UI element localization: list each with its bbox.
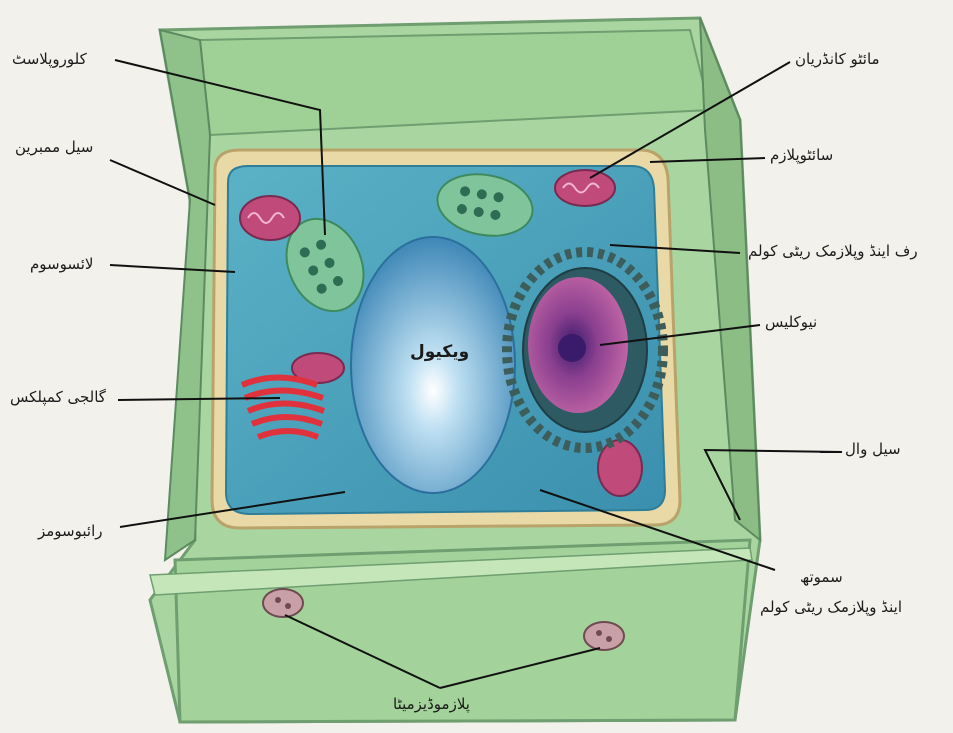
lysosome-label: لائسوسوم <box>30 255 93 273</box>
golgi-complex-label: گالجی کمپلکس <box>10 388 106 406</box>
plasmodesmata-label: پلازموڈیزمیٹا <box>393 695 470 713</box>
rough-er-label: رف اینڈ وپلازمک ریٹی کولم <box>748 242 918 260</box>
chloroplast-label: کلوروپلاسٹ <box>12 50 87 68</box>
vacuole-label: ویکیول <box>410 342 469 362</box>
cell-membrane-label: سیل ممبرین <box>15 138 93 156</box>
smooth-er-label-line1: سموتھ <box>800 568 843 586</box>
vacuole <box>351 237 515 493</box>
cell-wall-label: سیل وال <box>845 440 901 458</box>
ribosomes-label: رائبوسومز <box>38 522 103 540</box>
cytoplasm-label: سائٹوپلازم <box>770 146 833 164</box>
smooth-er-label-line2: اینڈ وپلازمک ریٹی کولم <box>760 598 902 616</box>
nucleus-label: نیوکلیس <box>765 313 817 331</box>
mitochondria-label: مائٹو کانڈریان <box>795 50 880 68</box>
